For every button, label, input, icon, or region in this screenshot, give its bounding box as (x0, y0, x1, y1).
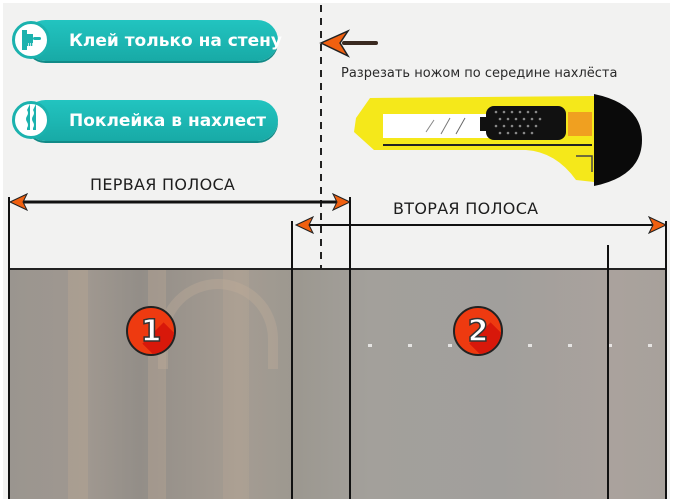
second-strip-left-edge (291, 221, 293, 499)
second-strip-label: ВТОРАЯ ПОЛОСА (393, 199, 539, 218)
overlap-hanging-button[interactable]: Поклейка в нахлест (25, 100, 278, 141)
cut-pointer-arrow-icon (319, 29, 378, 58)
second-strip-right-edge (665, 221, 667, 499)
wall-photo-background (8, 269, 666, 499)
first-strip-left-edge (8, 197, 10, 499)
cut-instruction-text: Разрезать ножом по середине нахлёста (341, 66, 618, 81)
first-strip-right-edge (349, 197, 351, 499)
next-strip-edge (607, 245, 609, 499)
first-strip-dimension-arrow (8, 192, 352, 212)
strip-2-badge: 2 (453, 306, 503, 356)
glue-only-wall-button[interactable]: Клей только на стену (25, 20, 282, 61)
strip-2-number: 2 (467, 313, 489, 350)
overlap-strips-icon (12, 101, 50, 139)
overlap-hanging-label: Поклейка в нахлест (69, 110, 267, 131)
arch-decoration (68, 269, 88, 499)
glue-brush-icon (12, 21, 50, 59)
photo-top-edge (8, 268, 666, 270)
arch-decoration (148, 269, 166, 499)
lamp-row (368, 344, 658, 347)
strip-1-number: 1 (140, 313, 162, 350)
wallpaper-diagram: Клей только на стену Поклейка в нахлест … (3, 3, 670, 499)
utility-knife-icon (354, 94, 642, 186)
strip-1-badge: 1 (126, 306, 176, 356)
second-strip-dimension-arrow (294, 215, 668, 235)
first-strip-label: ПЕРВАЯ ПОЛОСА (90, 175, 236, 194)
glue-only-wall-label: Клей только на стену (69, 30, 282, 51)
cut-line-dashed (320, 5, 322, 499)
arch-shape (158, 279, 278, 369)
